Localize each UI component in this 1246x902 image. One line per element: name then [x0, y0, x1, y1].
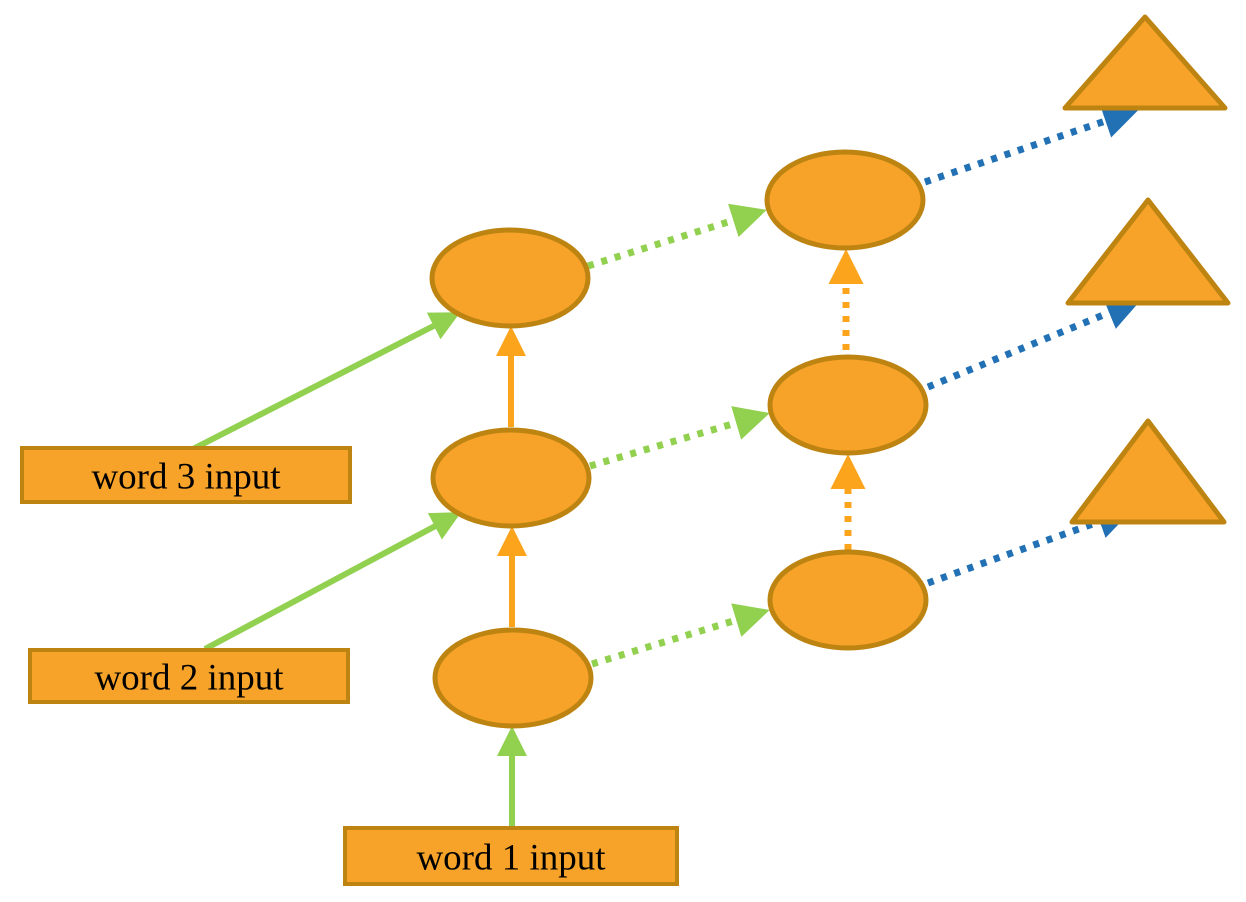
input-box-word2-label: word 2 input — [94, 658, 284, 699]
arrow-hidden1-to-hidden2-t1 — [590, 603, 770, 668]
hidden2-node-t3 — [764, 149, 926, 251]
input-box-word1: word 1 input — [343, 826, 679, 886]
hidden2-node-t1 — [767, 549, 929, 651]
output-node-t2 — [1065, 197, 1231, 306]
arrow-input-word3-to-hidden1-t3 — [191, 312, 461, 452]
output-node-t1 — [1069, 418, 1227, 525]
arrow-hidden2-to-output-t2 — [926, 296, 1142, 391]
arrow-hidden2-to-output-t3 — [923, 104, 1139, 186]
output-node-t3 — [1062, 14, 1228, 111]
input-box-word3-rect — [20, 446, 352, 504]
hidden1-node-t2 — [430, 427, 592, 529]
hidden1-node-t3 — [429, 227, 591, 329]
input-box-word3-label: word 3 input — [91, 457, 281, 498]
input-box-word2: word 2 input — [28, 648, 350, 704]
input-box-word2-rect — [28, 648, 350, 704]
input-box-word1-rect — [343, 826, 679, 886]
arrow-hidden1-to-hidden2-t2 — [589, 406, 770, 470]
arrow-input-word2-to-hidden1-t2 — [203, 512, 462, 652]
input-box-word3: word 3 input — [20, 446, 352, 504]
hidden2-node-t2 — [767, 354, 929, 456]
input-box-word1-label: word 1 input — [416, 838, 606, 879]
arrow-hidden1-to-hidden2-t3 — [586, 203, 767, 270]
hidden1-node-t1 — [432, 627, 594, 729]
